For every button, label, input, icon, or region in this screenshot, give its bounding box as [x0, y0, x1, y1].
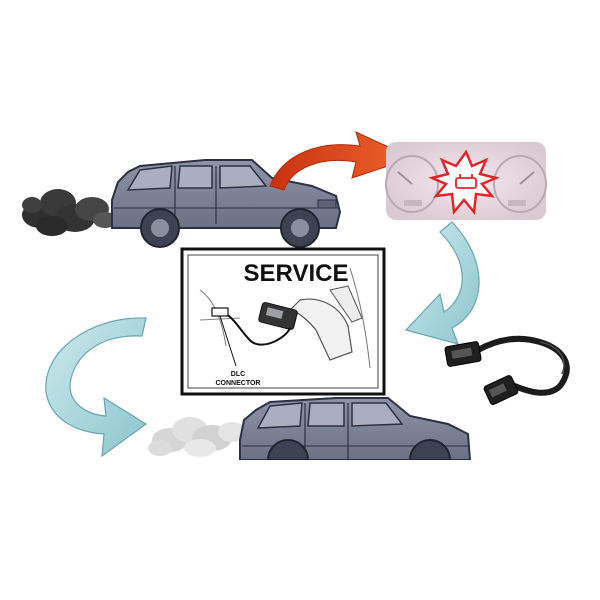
exhaust-smoke-dark	[22, 189, 117, 236]
connector-label: CONNECTOR	[216, 380, 261, 387]
car-icon	[111, 159, 342, 248]
obd-cable-icon	[444, 335, 570, 405]
check-engine-light-icon	[428, 149, 500, 216]
exhaust-smoke-light	[148, 417, 246, 457]
bottom-margin	[0, 460, 600, 600]
instrument-cluster-icon	[385, 142, 547, 220]
dlc-label: DLC	[231, 371, 245, 378]
service-box: SERVICE DLC CONNECTOR	[180, 247, 386, 396]
teal-arrow-left	[45, 317, 148, 458]
teal-arrow-right	[404, 221, 480, 345]
car-icon	[239, 397, 472, 461]
service-title: SERVICE	[244, 260, 349, 287]
